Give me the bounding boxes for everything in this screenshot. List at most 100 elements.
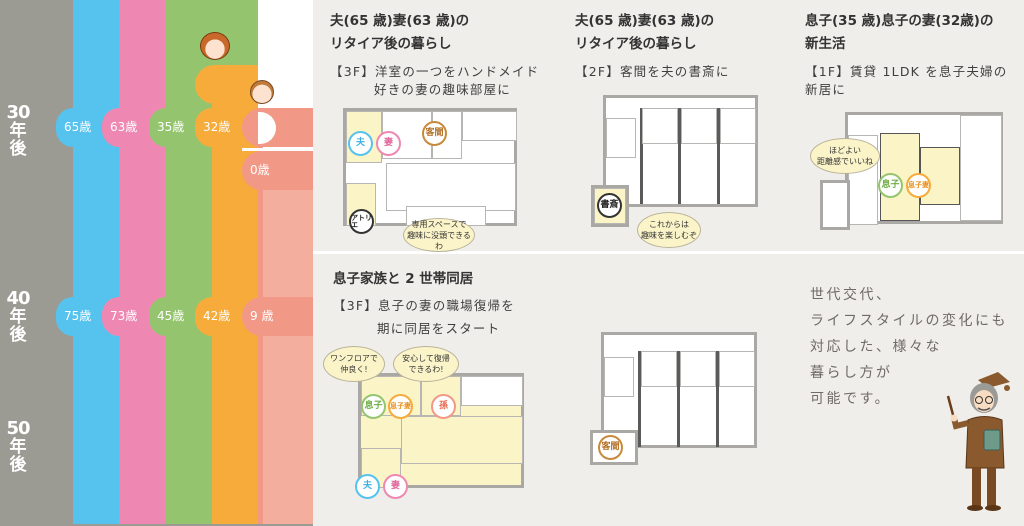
year-label-40: 40 年 後	[6, 288, 30, 345]
closing-line: 可能です。	[810, 391, 892, 407]
bubble-line: 趣味に没頭できるわ	[407, 230, 471, 251]
baby-face-icon	[250, 80, 274, 104]
speech-bubble-one-floor: ワンフロアで 仲良く!	[323, 346, 385, 382]
age-label: 0歳	[250, 163, 270, 177]
year-label-30: 30 年 後	[6, 102, 30, 159]
closing-line: 暮らし方が	[810, 365, 893, 381]
floor-plan-bottom-guest: 客間	[590, 430, 638, 465]
closing-message: 世代交代、 ライフスタイルの変化にも 対応した、様々な 暮らし方が 可能です。	[810, 282, 1008, 412]
title-line: 息子家族と 2 世帯同居	[333, 271, 474, 287]
son-badge: 息子	[878, 173, 903, 198]
badge-label: 妻	[390, 481, 400, 491]
sub-line: 【2F】客間を夫の書斎に	[575, 64, 730, 79]
title-line: リタイア後の暮らし	[330, 36, 452, 52]
section-sub-3f-retire: 【3F】洋室の一つをハンドメイド 好きの妻の趣味部屋に	[330, 63, 539, 99]
age-pill-husband-30: 65歳	[56, 108, 91, 147]
room	[960, 115, 1002, 221]
bubble-line: 仲良く!	[340, 365, 368, 374]
section-sub-1f-son: 【1F】賃貸 1LDK を息子夫婦の 新居に	[805, 63, 1007, 99]
room	[386, 163, 516, 211]
age-pill-grandchild-40: 9 歳	[242, 297, 313, 336]
age-pill-newborn: 0歳	[242, 151, 313, 190]
year-char: 後	[9, 455, 27, 475]
badge-label: 息子	[881, 180, 900, 190]
guest-room-badge: 客間	[422, 121, 447, 146]
floor-plan-1f-stairs	[820, 180, 850, 230]
grandchild-badge: 孫	[431, 394, 456, 419]
study-badge: 書斎	[597, 193, 622, 218]
title-line: 息子(35 歳)息子の妻(32歳)の	[805, 13, 994, 29]
room	[461, 376, 523, 406]
badge-label: 客間	[425, 128, 444, 138]
room	[401, 416, 523, 464]
timeline-wife-column	[119, 0, 166, 524]
timeline-grandchild-column	[263, 190, 313, 524]
section-title-1f-son: 息子(35 歳)息子の妻(32歳)の 新生活	[805, 10, 993, 56]
son-badge: 息子	[361, 394, 386, 419]
badge-label: 夫	[355, 138, 365, 148]
age-pill-grandchild-30	[242, 108, 313, 147]
age-label: 35歳	[157, 120, 185, 134]
bubble-line: ほどよい	[829, 146, 861, 155]
guest-room-badge: 客間	[598, 435, 623, 460]
age-label: 73歳	[110, 309, 138, 323]
year-char: 後	[9, 325, 27, 345]
age-label: 9 歳	[250, 309, 274, 323]
floor-plan-2f-study: 書斎	[591, 185, 629, 227]
age-pill-wife-30: 63歳	[102, 108, 137, 147]
unit-wall	[716, 351, 719, 447]
room	[680, 351, 716, 387]
age-pill-son-wife-40: 42歳	[195, 297, 230, 336]
speech-bubble-distance: ほどよい 距離感でいいね	[810, 138, 880, 174]
title-line: 夫(65 歳)妻(63 歳)の	[330, 13, 470, 29]
age-pill-son-40: 45歳	[149, 297, 184, 336]
year-char: 後	[9, 139, 27, 159]
son-wife-badge: 息子妻	[906, 173, 931, 198]
floor-plan-3f-retire: 夫 妻 客間 アトリエ	[343, 108, 517, 234]
room	[604, 357, 634, 397]
title-line: リタイア後の暮らし	[575, 36, 697, 52]
badge-label: 書斎	[600, 200, 619, 210]
timeline-son-wife-start	[195, 65, 258, 104]
title-line: 夫(65 歳)妻(63 歳)の	[575, 13, 715, 29]
badge-label: 夫	[362, 481, 372, 491]
sub-line: 【1F】賃貸 1LDK を息子夫婦の	[805, 64, 1008, 79]
badge-label: アトリエ	[351, 213, 372, 229]
bubble-line: ワンフロアで	[330, 354, 378, 363]
year-char: 年	[9, 121, 27, 141]
bubble-line: できるわ!	[408, 365, 444, 374]
age-pill-husband-40: 75歳	[56, 297, 91, 336]
unit-wall	[640, 108, 643, 204]
age-label: 65歳	[64, 120, 92, 134]
year-number: 40	[6, 288, 30, 309]
year-char: 年	[9, 437, 27, 457]
age-label: 45歳	[157, 309, 185, 323]
sub-line: 【3F】洋室の一つをハンドメイド	[330, 64, 540, 79]
section-sub-two-generation: 【3F】息子の妻の職場復帰を 期に同居をスタート	[333, 297, 515, 338]
son-wife-badge: 息子妻	[388, 394, 413, 419]
bubble-line: 安心して復帰	[402, 354, 450, 363]
row-separator	[313, 251, 1024, 254]
badge-label: 息子	[364, 401, 383, 411]
age-label: 32歳	[203, 120, 231, 134]
sub-line: 新居に	[805, 82, 847, 97]
professor-character-icon	[946, 372, 1010, 511]
sub-line: 好きの妻の趣味部屋に	[374, 82, 512, 97]
badge-label: 客間	[601, 442, 620, 452]
closing-line: 対応した、様々な	[810, 339, 942, 355]
room	[720, 108, 756, 144]
section-title-3f-retire: 夫(65 歳)妻(63 歳)の リタイア後の暮らし	[330, 10, 469, 56]
room	[681, 108, 717, 144]
closing-line: ライフスタイルの変化にも	[810, 313, 1008, 329]
bubble-line: 距離感でいいね	[817, 157, 873, 166]
year-label-50: 50 年 後	[6, 420, 30, 475]
year-number: 30	[6, 102, 30, 123]
age-label: 75歳	[64, 309, 92, 323]
closing-line: 世代交代、	[810, 287, 893, 303]
age-pill-wife-40: 73歳	[102, 297, 137, 336]
hidden-overlay	[258, 112, 276, 144]
age-label: 42歳	[203, 309, 231, 323]
speech-bubble-atelier: 専用スペースで 趣味に没頭できるわ	[403, 218, 475, 252]
floor-plan-two-generation: 息子 息子妻 孫 夫 妻	[355, 373, 524, 499]
floor-plan-1f-son: 息子 息子妻	[845, 112, 1003, 225]
